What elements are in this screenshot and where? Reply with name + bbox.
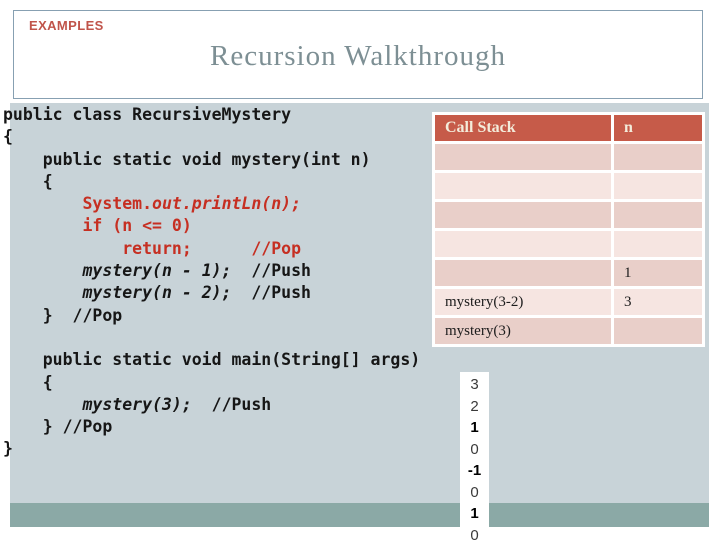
- code-line: if (n <= 0): [3, 216, 420, 238]
- code-line: return; //Pop: [3, 239, 420, 261]
- call-stack-cell: [435, 173, 611, 199]
- code-line: public static void mystery(int n): [3, 150, 420, 172]
- code-segment: //Push: [232, 261, 311, 280]
- call-stack-cell: mystery(3): [435, 318, 611, 344]
- table-row: [435, 173, 702, 199]
- code-segment: {: [3, 127, 13, 146]
- output-value: 2: [460, 396, 489, 418]
- code-segment: {: [3, 172, 53, 191]
- code-segment: } //Pop: [3, 306, 122, 325]
- output-value: -1: [460, 460, 489, 482]
- code-segment: public static void main(String[] args): [3, 350, 420, 369]
- call-stack-cell: [435, 144, 611, 170]
- n-cell: 1: [614, 260, 702, 286]
- table-row: mystery(3): [435, 318, 702, 344]
- code-line: {: [3, 127, 420, 149]
- code-segment: out.printLn(n);: [152, 194, 301, 213]
- table-header-cell: Call Stack: [435, 115, 611, 141]
- table-row: [435, 144, 702, 170]
- output-value: 0: [460, 482, 489, 504]
- code-segment: } //Pop: [3, 417, 112, 436]
- code-segment: System.: [82, 194, 152, 213]
- code-segment: public class RecursiveMystery: [3, 105, 291, 124]
- call-stack-cell: [435, 231, 611, 257]
- output-value: 0: [460, 439, 489, 461]
- n-cell: [614, 318, 702, 344]
- code-segment: return;: [122, 239, 192, 258]
- table-row: mystery(3-2)3: [435, 289, 702, 315]
- call-stack-cell: [435, 260, 611, 286]
- code-segment: [3, 283, 82, 302]
- page-title: Recursion Walkthrough: [14, 40, 702, 73]
- code-segment: [3, 194, 82, 213]
- eyebrow-label: EXAMPLES: [29, 18, 104, 33]
- code-line: System.out.printLn(n);: [3, 194, 420, 216]
- header-box: EXAMPLES Recursion Walkthrough: [13, 10, 703, 99]
- n-cell: 3: [614, 289, 702, 315]
- code-line: public static void main(String[] args): [3, 350, 420, 372]
- code-segment: [3, 261, 82, 280]
- code-line: mystery(n - 2); //Push: [3, 283, 420, 305]
- code-line: } //Pop: [3, 417, 420, 439]
- code-segment: }: [3, 439, 13, 458]
- code-segment: //Pop: [251, 239, 301, 258]
- code-line: [3, 328, 420, 350]
- code-segment: mystery(n - 2);: [82, 283, 231, 302]
- output-value: 1: [460, 417, 489, 439]
- footer-bar: [10, 503, 709, 527]
- code-line: {: [3, 373, 420, 395]
- code-segment: public static void mystery(int n): [3, 150, 371, 169]
- table-header-cell: n: [614, 115, 702, 141]
- table-row: [435, 202, 702, 228]
- code-segment: [3, 395, 82, 414]
- code-line: {: [3, 172, 420, 194]
- code-line: }: [3, 439, 420, 461]
- code-segment: if (n <= 0): [82, 216, 191, 235]
- code-line: mystery(n - 1); //Push: [3, 261, 420, 283]
- table-row: [435, 231, 702, 257]
- n-cell: [614, 144, 702, 170]
- table-row: 1: [435, 260, 702, 286]
- code-segment: //Push: [232, 283, 311, 302]
- call-stack-cell: [435, 202, 611, 228]
- output-value: 3: [460, 374, 489, 396]
- n-cell: [614, 173, 702, 199]
- code-segment: mystery(n - 1);: [82, 261, 231, 280]
- n-cell: [614, 202, 702, 228]
- code-segment: [3, 216, 82, 235]
- code-segment: {: [3, 373, 53, 392]
- output-value: 1: [460, 503, 489, 525]
- output-value: 0: [460, 525, 489, 546]
- code-block: public class RecursiveMystery { public st…: [3, 105, 420, 462]
- code-line: public class RecursiveMystery: [3, 105, 420, 127]
- code-segment: [192, 239, 252, 258]
- n-cell: [614, 231, 702, 257]
- code-line: } //Pop: [3, 306, 420, 328]
- code-line: mystery(3); //Push: [3, 395, 420, 417]
- code-segment: [3, 239, 122, 258]
- code-segment: //Push: [192, 395, 271, 414]
- call-stack-cell: mystery(3-2): [435, 289, 611, 315]
- code-segment: mystery(3);: [82, 395, 191, 414]
